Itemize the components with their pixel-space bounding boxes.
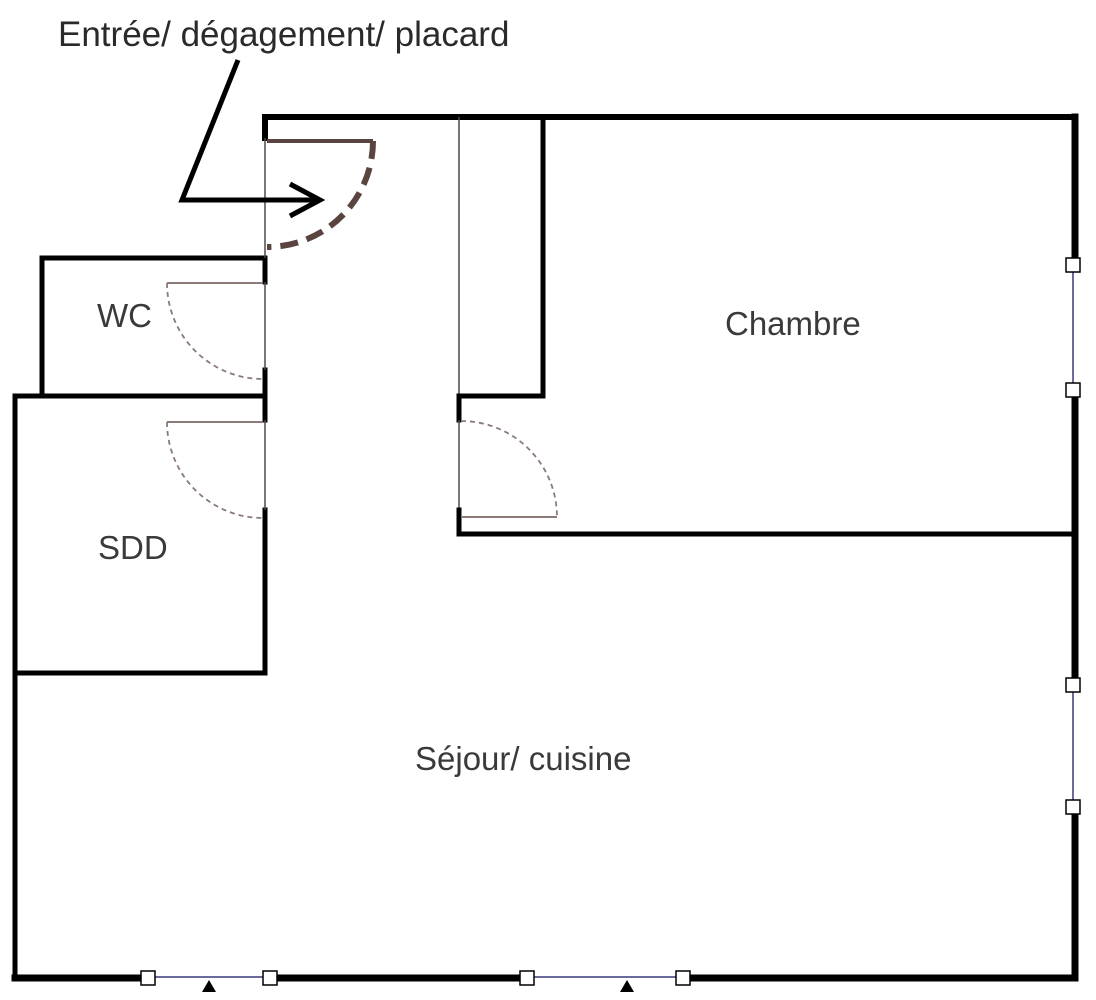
window-chambre [1065, 257, 1081, 398]
window-sejour-east [1065, 677, 1081, 815]
sdd-walls [12, 393, 268, 676]
window-sejour-south-right [519, 970, 691, 992]
window-sejour-south-left [140, 970, 278, 992]
outer-walls [11, 113, 1079, 982]
callout-arrow [178, 59, 326, 219]
chambre-door [460, 420, 558, 518]
room-label-wc: WC [97, 297, 152, 334]
wc-walls [39, 255, 268, 423]
sdd-door [166, 421, 264, 519]
room-label-chambre: Chambre [725, 305, 861, 342]
room-label-sejour: Séjour/ cuisine [415, 740, 631, 777]
room-label-sdd: SDD [98, 529, 168, 566]
wc-door [166, 282, 264, 380]
chambre-walls [456, 114, 1078, 537]
entrance-door [266, 139, 376, 250]
entry-callout-label: Entrée/ dégagement/ placard [58, 15, 509, 54]
